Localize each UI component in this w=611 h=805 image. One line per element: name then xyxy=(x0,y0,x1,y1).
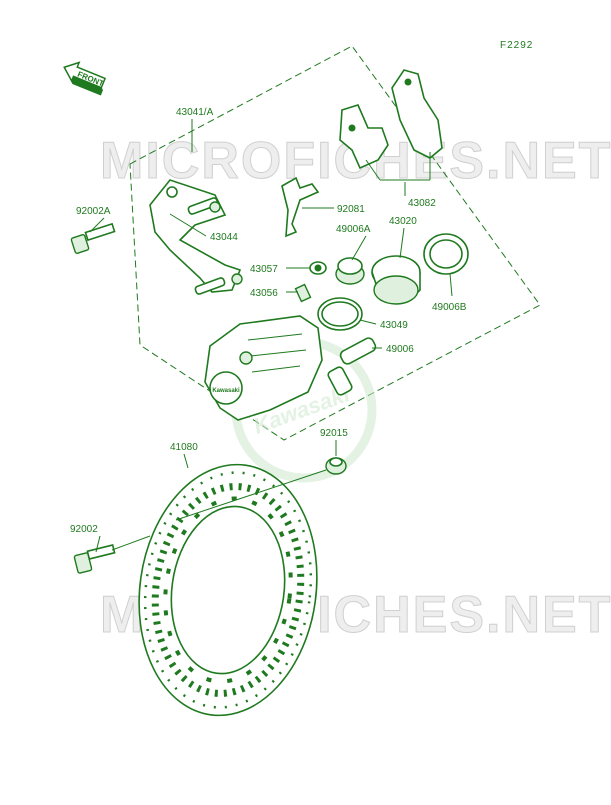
figure-code: F2292 xyxy=(500,40,533,51)
label-43044: 43044 xyxy=(210,232,238,243)
label-49006b: 49006B xyxy=(432,302,467,313)
bleeder-valve-43056 xyxy=(294,283,312,303)
pad-spring-92081 xyxy=(281,176,320,238)
label-43082: 43082 xyxy=(408,198,436,209)
label-43057: 43057 xyxy=(250,264,278,275)
part-labels: 43041/A 92002A 43044 92081 43082 43020 4… xyxy=(70,107,467,535)
label-49006: 49006 xyxy=(386,344,414,355)
label-92081: 92081 xyxy=(337,204,365,215)
bolt-92002a xyxy=(70,222,116,254)
label-92002a: 92002A xyxy=(76,206,111,217)
label-92002: 92002 xyxy=(70,524,98,535)
caliper-logo-text: Kawasaki xyxy=(212,388,240,394)
dust-seal-49006a xyxy=(335,257,365,285)
assembly-boundary xyxy=(129,45,541,441)
label-41080: 41080 xyxy=(170,442,198,453)
label-43020: 43020 xyxy=(389,216,417,227)
label-43056: 43056 xyxy=(250,288,278,299)
caliper-bracket xyxy=(149,179,243,295)
pin-49006 xyxy=(327,337,377,396)
brake-disc xyxy=(138,463,318,717)
label-43041a: 43041/A xyxy=(176,107,214,118)
brake-pads xyxy=(339,69,443,170)
bolt-92002 xyxy=(73,544,116,574)
piston-seal-49006b xyxy=(423,233,469,275)
nut-92015 xyxy=(325,457,347,475)
caliper-body: Kawasaki xyxy=(204,315,323,421)
seal-43049 xyxy=(317,297,363,331)
label-49006a: 49006A xyxy=(336,224,371,235)
piston-43020 xyxy=(371,255,421,305)
label-92015: 92015 xyxy=(320,428,348,439)
label-43049: 43049 xyxy=(380,320,408,331)
front-arrow-icon: FRONT xyxy=(63,61,107,96)
bleeder-cap-43057 xyxy=(309,261,327,275)
leader-lines xyxy=(89,119,453,553)
